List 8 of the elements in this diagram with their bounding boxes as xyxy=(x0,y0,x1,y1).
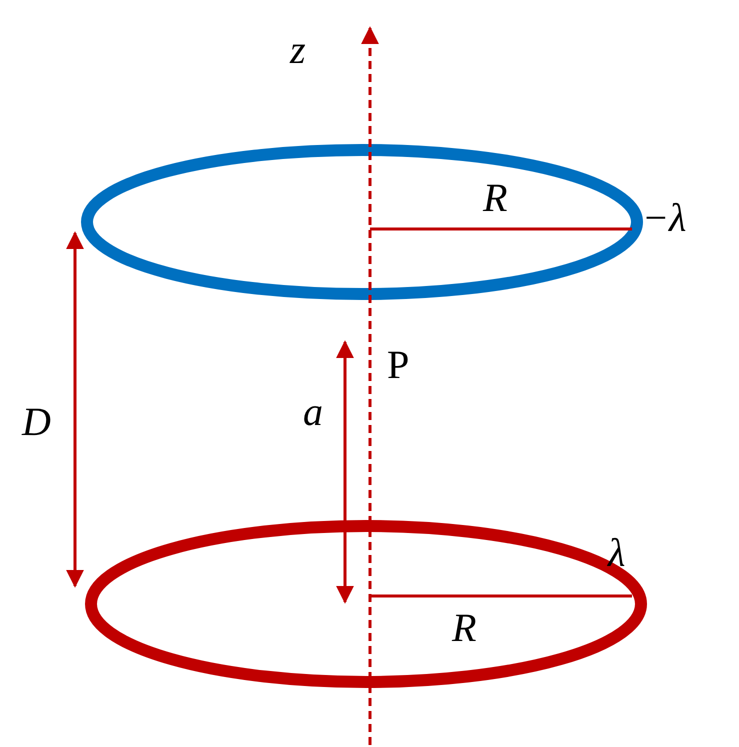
charge-label: λ xyxy=(608,533,626,573)
distance-label: a xyxy=(303,392,323,432)
radius-label: R xyxy=(452,608,476,648)
distance-label: D xyxy=(22,402,51,442)
axis-label: z xyxy=(290,30,306,70)
radius-label: R xyxy=(483,178,508,218)
point-label: P xyxy=(387,345,410,385)
charge-label: −λ xyxy=(642,198,686,238)
